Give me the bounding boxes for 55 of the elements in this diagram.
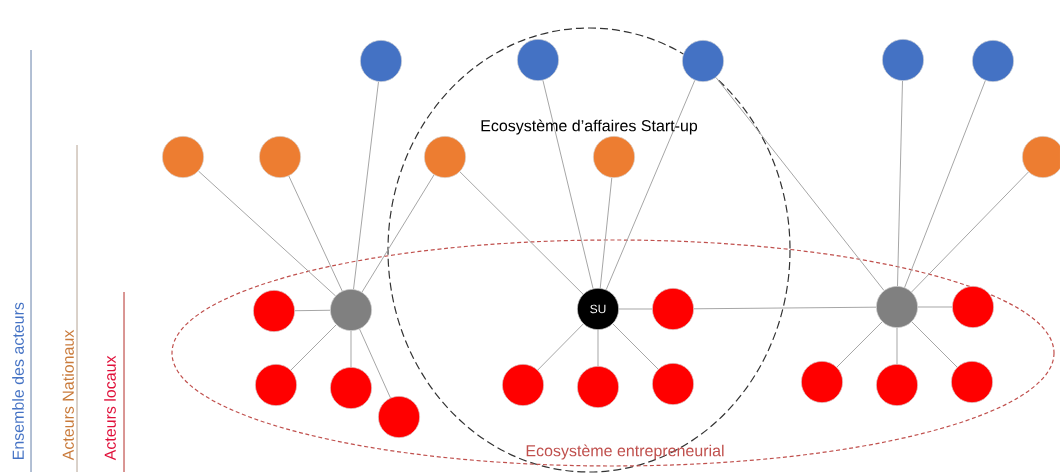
side-label: Acteurs Nationaux xyxy=(62,329,74,461)
connector-line xyxy=(537,323,584,371)
connector-line xyxy=(917,306,953,308)
connector-line xyxy=(693,306,877,310)
side-label: Acteurs locaux xyxy=(104,355,116,461)
connector-line xyxy=(290,324,337,371)
circle-node xyxy=(162,136,204,178)
circle-node xyxy=(593,136,635,178)
circle-node xyxy=(502,364,544,406)
connector-line xyxy=(353,81,379,290)
circle-node xyxy=(952,286,994,328)
circle-node xyxy=(682,40,724,82)
connector-line xyxy=(612,323,659,370)
connector-line xyxy=(715,77,885,291)
connector-line xyxy=(911,321,958,368)
side-label: Ensemble des acteurs xyxy=(12,302,24,460)
circle-node xyxy=(424,136,466,178)
circle-node xyxy=(951,361,993,403)
circle-node xyxy=(517,39,559,81)
connector-line xyxy=(911,171,1029,293)
region-label: Ecosystème entrepreneurial xyxy=(526,444,724,460)
connector-line xyxy=(361,174,435,293)
connector-line xyxy=(294,309,331,312)
connector-line xyxy=(542,79,594,290)
connector-line xyxy=(198,170,336,297)
circle-node xyxy=(259,136,301,178)
circle-node: SU xyxy=(577,288,619,330)
circle-node xyxy=(330,367,372,409)
circle-node xyxy=(882,39,924,81)
connector-line xyxy=(288,175,343,292)
circle-node xyxy=(972,40,1014,82)
circle-node xyxy=(876,286,918,328)
circle-node xyxy=(577,366,619,408)
circle-node xyxy=(360,40,402,82)
connector-line xyxy=(597,329,599,367)
connector-line xyxy=(897,80,903,287)
circle-node xyxy=(652,363,694,405)
circle-node xyxy=(876,364,918,406)
circle-node xyxy=(330,289,372,331)
connector-line xyxy=(618,308,653,310)
circle-node xyxy=(1022,136,1060,178)
connector-line xyxy=(599,177,613,289)
region-label: Ecosystème d’affaires Start-up xyxy=(481,119,698,135)
connector-line xyxy=(359,328,391,399)
circle-node xyxy=(801,361,843,403)
circle-node xyxy=(652,288,694,330)
connector-line xyxy=(605,79,696,291)
circle-node xyxy=(255,364,297,406)
circle-node xyxy=(378,396,420,438)
connector-line xyxy=(904,80,986,288)
connector-line xyxy=(836,321,883,368)
circle-node xyxy=(253,290,295,332)
connector-line xyxy=(459,171,584,295)
connector-line xyxy=(350,330,352,368)
connector-line xyxy=(896,327,898,365)
